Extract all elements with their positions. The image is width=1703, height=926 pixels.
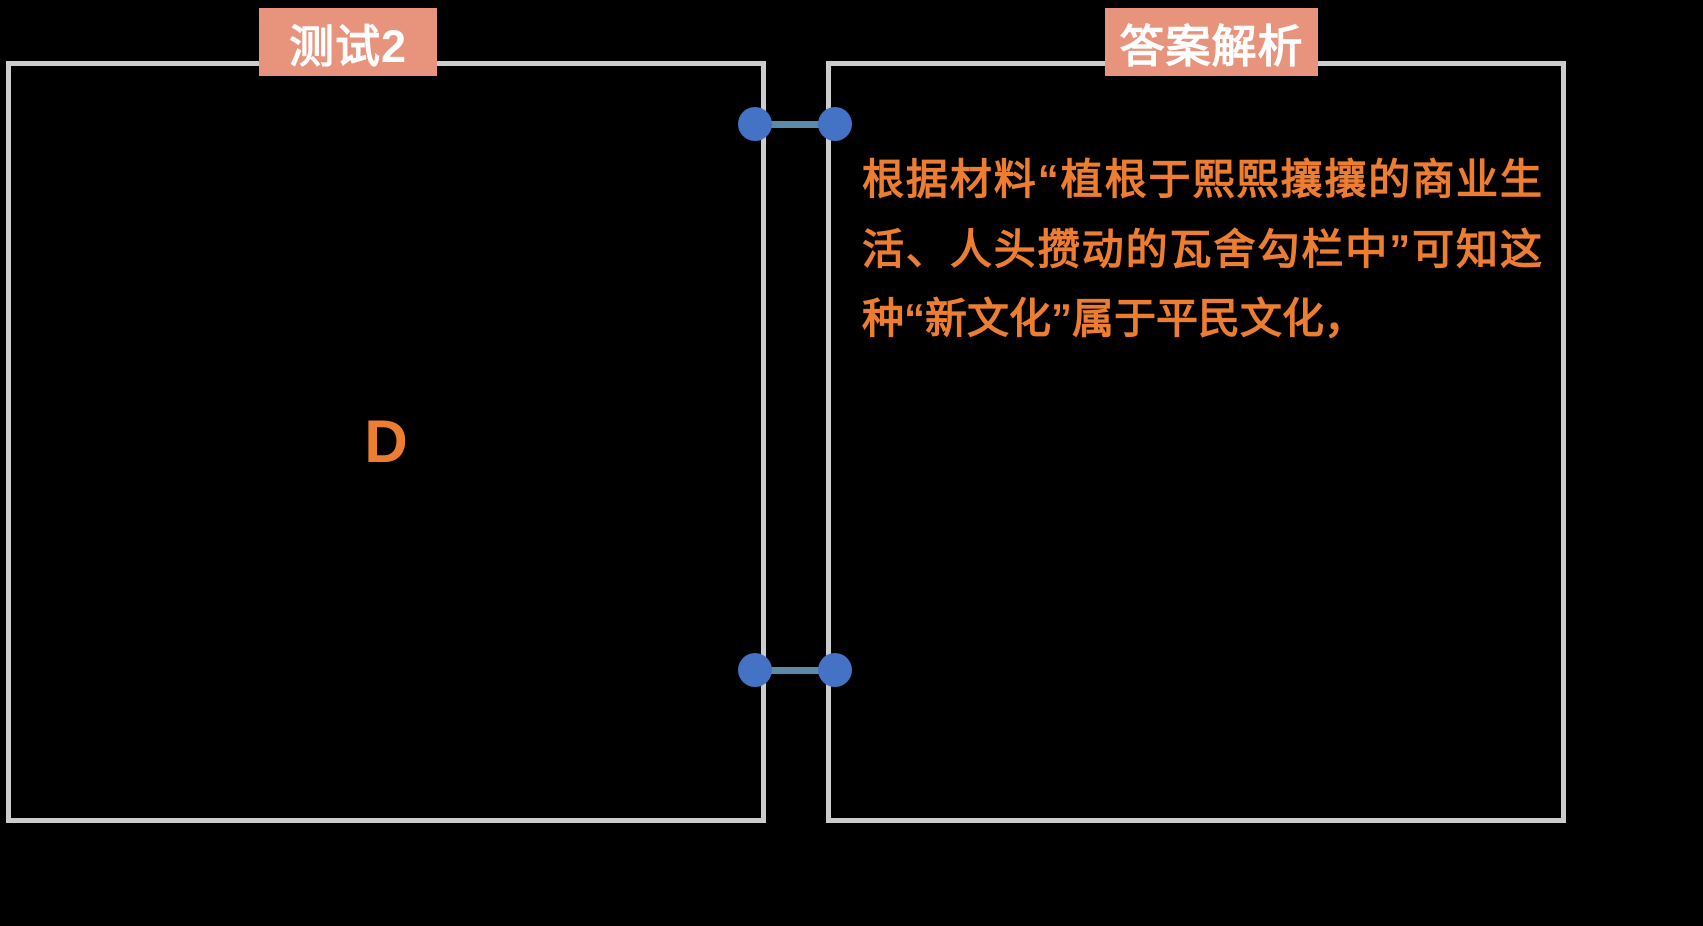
test-panel-tab-label[interactable]: 测试2 bbox=[259, 8, 437, 76]
answer-explanation-text: 根据材料“植根于熙熙攘攘的商业生活、人头攒动的瓦舍勾栏中”可知这种“新文化”属于… bbox=[862, 156, 1542, 343]
top-connector-bar bbox=[754, 121, 836, 128]
bottom-connector-bar bbox=[754, 667, 836, 674]
bottom-connector-knob-right[interactable] bbox=[818, 653, 852, 687]
test-panel[interactable] bbox=[6, 61, 766, 823]
top-connector-knob-left[interactable] bbox=[738, 107, 772, 141]
top-connector-handle[interactable] bbox=[738, 107, 852, 141]
bottom-connector-knob-left[interactable] bbox=[738, 653, 772, 687]
top-connector-knob-right[interactable] bbox=[818, 107, 852, 141]
answer-analysis-tab-label[interactable]: 答案解析 bbox=[1105, 8, 1318, 76]
bottom-connector-handle[interactable] bbox=[738, 653, 852, 687]
